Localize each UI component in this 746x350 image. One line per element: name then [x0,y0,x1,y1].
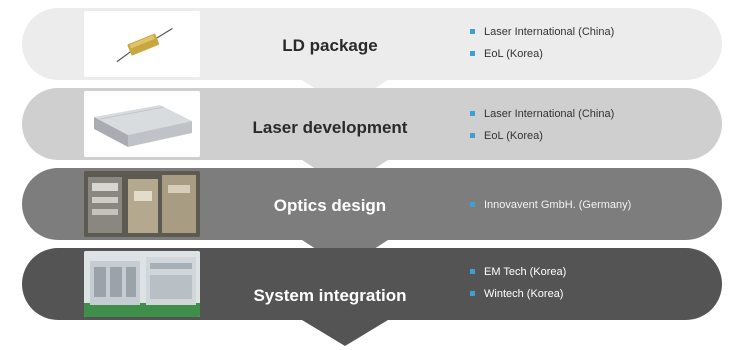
bullet-icon [470,133,475,138]
bullet-icon [470,51,475,56]
system-integration-photo [84,251,200,317]
stage-title-ld-package: LD package [282,36,378,55]
stage-title-system-integration: System integration [253,286,407,305]
list-item: Laser International (China) [470,25,614,47]
optics-design-photo [84,171,200,237]
partner-name: Innovavent GmbH. (Germany) [484,199,632,211]
list-item: EoL (Korea) [470,47,614,69]
list-item: EM Tech (Korea) [470,265,566,287]
partner-list-optics-design: Innovavent GmbH. (Germany) [470,198,631,220]
bullet-icon [470,269,475,274]
stage-title-optics-design: Optics design [273,196,387,215]
partner-name: Laser International (China) [484,108,615,120]
list-item: Innovavent GmbH. (Germany) [470,198,631,220]
bullet-icon [470,291,475,296]
stage-title-laser-development: Laser development [252,118,408,137]
bullet-icon [470,202,475,207]
list-item: Wintech (Korea) [470,287,566,309]
bullet-icon [470,111,475,116]
partner-name: Laser International (China) [484,26,615,38]
partner-name: EoL (Korea) [484,130,543,142]
partner-name: EoL (Korea) [484,48,543,60]
laser-module-photo [84,91,200,157]
ld-package-photo [84,11,200,77]
list-item: Laser International (China) [470,107,614,129]
partner-name: Wintech (Korea) [484,288,564,300]
partner-list-ld-package: Laser International (China) EoL (Korea) [470,25,614,69]
list-item: EoL (Korea) [470,129,614,151]
partner-list-laser-development: Laser International (China) EoL (Korea) [470,107,614,151]
partner-name: EM Tech (Korea) [484,266,567,278]
bullet-icon [470,29,475,34]
down-arrow-4 [302,320,388,346]
partner-list-system-integration: EM Tech (Korea) Wintech (Korea) [470,265,566,309]
